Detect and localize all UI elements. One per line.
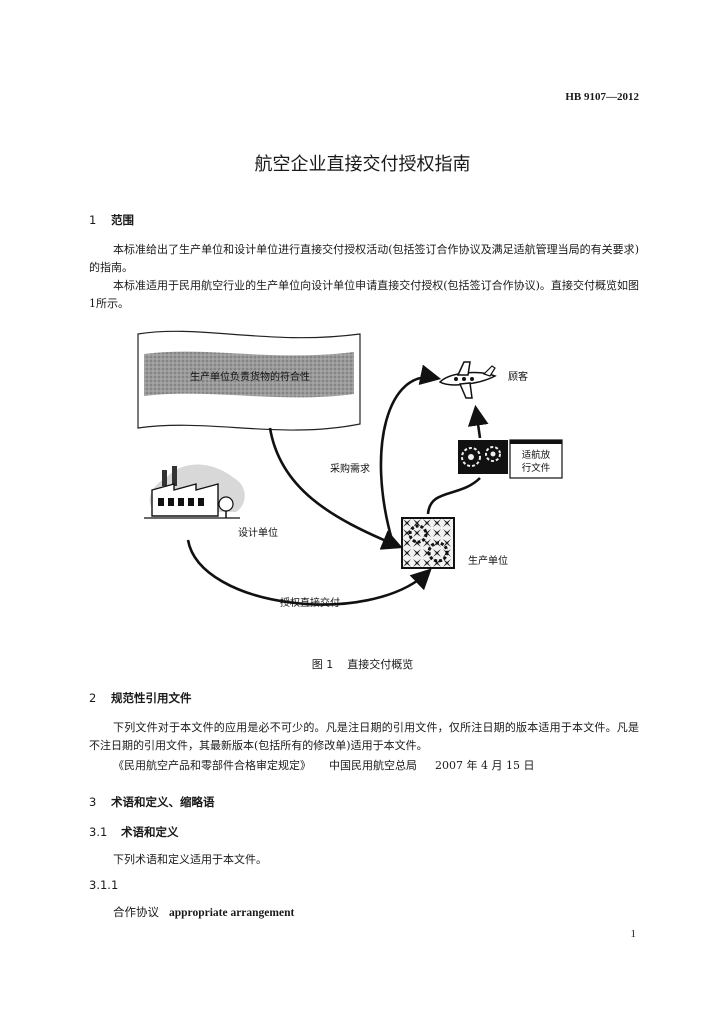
- reference-title: 《民用航空产品和零部件合格审定规定》: [113, 759, 311, 772]
- compliance-banner: 生产单位负责货物的符合性: [137, 330, 361, 431]
- customer-label: 顾客: [508, 370, 528, 383]
- section-3-1-heading: 3.1 术语和定义: [89, 824, 179, 840]
- term-english: appropriate arrangement: [169, 907, 295, 919]
- production-to-release-line: [426, 477, 481, 515]
- document-title: 航空企业直接交付授权指南: [254, 154, 471, 175]
- figure-caption: 图 1 直接交付概览: [0, 656, 725, 672]
- reference-organization: 中国民用航空总局: [329, 759, 417, 772]
- section-number: 3.1.1: [89, 878, 119, 892]
- section-title: 范围: [111, 213, 134, 227]
- section-3-1-paragraph: 下列术语和定义适用于本文件。: [113, 853, 267, 866]
- delivery-to-customer-arrow: [379, 364, 442, 541]
- section-number: 1: [89, 213, 97, 227]
- standard-code: HB 9107—2012: [565, 91, 639, 103]
- section-number: 3.1: [89, 825, 108, 839]
- section-2-paragraph: 下列文件对于本文件的应用是必不可少的。凡是注日期的引用文件，仅所注日期的版本适用…: [89, 721, 639, 752]
- production-unit-label: 生产单位: [468, 554, 508, 567]
- normative-reference: 《民用航空产品和零部件合格审定规定》 中国民用航空总局 2007 年 4 月 15 …: [113, 757, 643, 775]
- banner-text: 生产单位负责货物的符合性: [190, 370, 310, 383]
- airworthiness-document-icon: 适航放 行文件: [509, 439, 563, 479]
- airplane-icon: [438, 361, 497, 399]
- procurement-label: 采购需求: [330, 462, 370, 475]
- authorization-arrow: [186, 539, 432, 606]
- section-1-paragraph-2: 本标准适用于民用航空行业的生产单位向设计单位申请直接交付授权(包括签订合作协议)…: [89, 279, 639, 310]
- authorization-label: 授权直接交付: [280, 596, 340, 609]
- section-1-paragraph-1: 本标准给出了生产单位和设计单位进行直接交付授权活动(包括签订合作协议及满足适航管…: [89, 243, 639, 274]
- page-number: 1: [630, 928, 637, 940]
- factory-icon: [144, 464, 245, 519]
- section-3-1-1-heading: 3.1.1: [89, 878, 129, 892]
- term-chinese: 合作协议: [113, 905, 159, 919]
- design-unit-label: 设计单位: [238, 526, 278, 539]
- procurement-arrow: [268, 427, 403, 550]
- section-3-heading: 3 术语和定义、缩略语: [89, 794, 215, 810]
- gear-box-icon: [458, 440, 508, 474]
- section-number: 3: [89, 795, 97, 809]
- direct-delivery-figure: 生产单位负责货物的符合性 顾客 适航放 行文件: [130, 328, 600, 628]
- section-title: 术语和定义、缩略语: [111, 795, 215, 809]
- section-2-heading: 2 规范性引用文件: [89, 690, 192, 706]
- section-title: 术语和定义: [121, 825, 179, 839]
- section-1-heading: 1 范围: [89, 212, 134, 228]
- airworthiness-label-line2: 行文件: [522, 462, 551, 474]
- section-title: 规范性引用文件: [111, 691, 192, 705]
- airworthiness-label-line1: 适航放: [522, 449, 551, 461]
- term-entry: 合作协议 appropriate arrangement: [113, 904, 294, 920]
- figure-caption-text: 直接交付概览: [347, 658, 414, 671]
- production-unit-icon: [401, 517, 455, 569]
- release-to-customer-arrow: [467, 404, 489, 439]
- figure-number: 图 1: [311, 658, 334, 671]
- section-number: 2: [89, 691, 97, 705]
- reference-date: 2007 年 4 月 15 日: [435, 759, 535, 772]
